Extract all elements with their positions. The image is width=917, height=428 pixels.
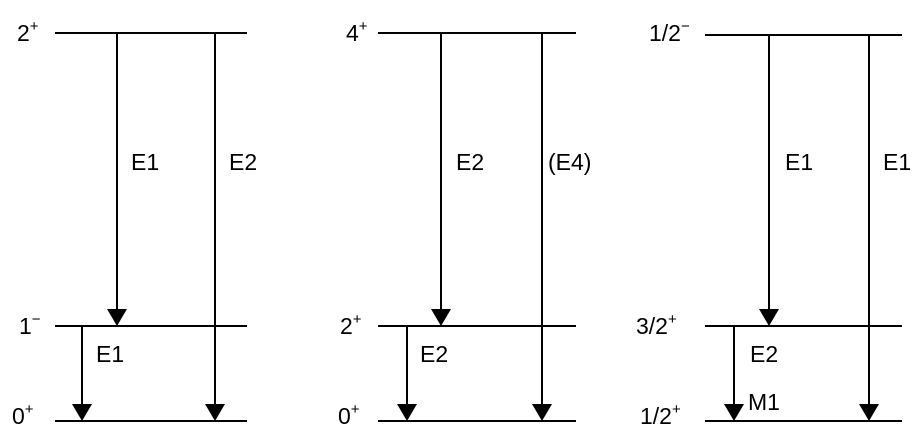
panel-3: 1/2− 3/2+ 1/2+ E1 E1 E2 M1	[636, 18, 911, 428]
panel-2-arrowhead-middle-to-bottom	[397, 404, 417, 421]
panel-1-transition-label-1: E1	[131, 149, 159, 175]
panel-3-transition-label-3: E2	[750, 341, 778, 367]
panel-3-transition-label-2: E1	[883, 149, 911, 175]
panel-1-arrowhead-middle-to-bottom	[72, 404, 92, 421]
panel-3-transition-label-4: M1	[748, 389, 780, 415]
panel-3-level-bottom-label: 1/2+	[640, 401, 681, 428]
panel-2-level-bottom-label: 0+	[338, 401, 360, 428]
panel-1-arrowhead-top-to-bottom	[205, 404, 225, 421]
panel-2-transition-label-1: E2	[456, 149, 484, 175]
panel-1-level-top-label: 2+	[17, 18, 39, 46]
panel-1-transition-label-2: E2	[229, 149, 257, 175]
panel-2-arrowhead-top-to-middle	[431, 309, 451, 326]
panel-1-transition-label-3: E1	[96, 341, 124, 367]
panel-1-level-bottom-label: 0+	[12, 401, 34, 428]
panel-3-transition-label-1: E1	[785, 149, 813, 175]
panel-1-arrowhead-top-to-middle	[107, 309, 127, 326]
panel-2-transition-label-3: E2	[420, 341, 448, 367]
panel-2-level-top-label: 4+	[346, 18, 368, 46]
panel-3-level-top-label: 1/2−	[649, 18, 690, 46]
panel-3-arrowhead-top-to-middle	[759, 309, 779, 326]
panel-3-arrowhead-middle-to-bottom	[724, 404, 744, 421]
panel-3-level-middle-label: 3/2+	[636, 311, 677, 339]
panel-2-arrowhead-top-to-bottom	[532, 404, 552, 421]
panel-1: 2+ 1− 0+ E1 E2 E1	[12, 18, 257, 428]
panel-2: 4+ 2+ 0+ E2 (E4) E2	[338, 18, 591, 428]
panel-2-level-middle-label: 2+	[340, 311, 362, 339]
panel-3-arrowhead-top-to-bottom	[859, 404, 879, 421]
panel-1-level-middle-label: 1−	[19, 311, 41, 339]
panel-2-transition-label-2: (E4)	[548, 149, 591, 175]
